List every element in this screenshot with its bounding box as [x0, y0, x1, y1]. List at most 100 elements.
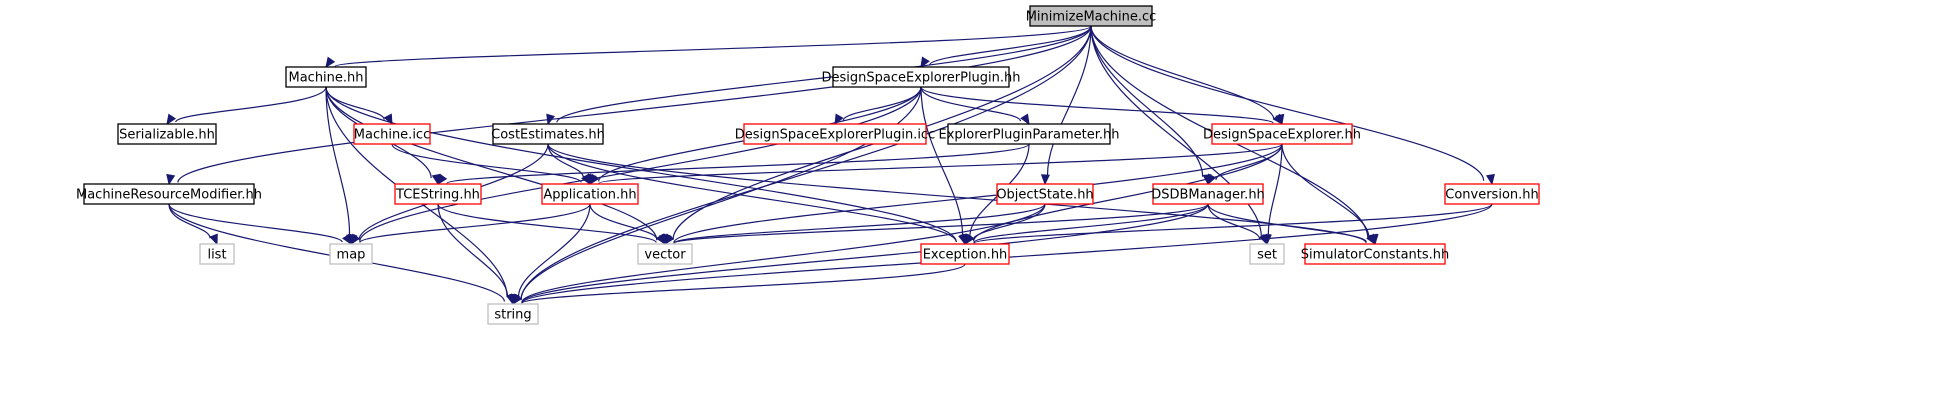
edge-tcestring-to-string	[437, 203, 509, 297]
node-box	[83, 183, 255, 205]
edges-layer	[166, 25, 1495, 306]
node-machine-resource-modifier-hh[interactable]: MachineResourceModifier.hh	[76, 183, 262, 205]
edge-machine-to-exception	[325, 86, 957, 242]
node-box	[637, 243, 693, 265]
node-application-hh[interactable]: Application.hh	[541, 183, 639, 205]
node-explorer-plugin-parameter-hh[interactable]: ExplorerPluginParameter.hh	[939, 123, 1120, 145]
node-serializable-hh[interactable]: Serializable.hh	[117, 123, 217, 145]
node-box	[1304, 243, 1446, 265]
node-box	[1152, 183, 1264, 205]
node-label: MachineResourceModifier.hh	[76, 188, 262, 203]
edge-tcestring-to-vector	[437, 203, 657, 244]
node-box	[743, 123, 927, 145]
node-label: ExplorerPluginParameter.hh	[939, 128, 1120, 143]
edge-minimize-to-machine	[334, 25, 1092, 68]
node-label: Machine.icc	[354, 128, 430, 143]
node-label: Machine.hh	[288, 71, 363, 86]
node-minimize-machine-cc[interactable]: MinimizeMachine.cc	[1026, 5, 1157, 27]
arrowhead-application-to-map	[350, 233, 361, 246]
node-box	[285, 66, 367, 88]
arrowhead-minimize-to-dsep	[920, 56, 930, 69]
edge-machine-to-serializable	[175, 86, 327, 123]
node-box	[492, 123, 604, 145]
arrowhead-dsep-to-dse	[1272, 113, 1283, 126]
node-dsdb-manager-hh[interactable]: DSDBManager.hh	[1151, 183, 1265, 205]
node-box	[117, 123, 217, 145]
node-box	[947, 123, 1111, 145]
edge-dsep-to-epp	[920, 86, 1022, 122]
edge-dse-to-application	[598, 143, 1283, 185]
node-object-state-hh[interactable]: ObjectState.hh	[996, 183, 1094, 205]
node-box	[487, 303, 539, 325]
node-conversion-hh[interactable]: Conversion.hh	[1444, 183, 1540, 205]
node-label: Application.hh	[543, 188, 636, 203]
arrowhead-minimize-to-objectstate	[1040, 174, 1050, 186]
edge-dsep-to-exception	[920, 86, 964, 236]
node-string: string	[487, 303, 539, 325]
edge-minimize-to-dsep	[929, 25, 1092, 66]
node-label: set	[1257, 248, 1277, 263]
node-machine-icc[interactable]: Machine.icc	[353, 123, 431, 145]
edge-costest-to-application	[547, 143, 585, 178]
node-label: Exception.hh	[923, 248, 1008, 263]
edge-dsdb-to-vector	[673, 203, 1209, 244]
edge-minimize-to-costest	[556, 25, 1092, 123]
edge-mrm-to-map	[168, 203, 343, 243]
node-label: SimulatorConstants.hh	[1301, 248, 1450, 263]
edge-application-to-string	[517, 203, 591, 297]
node-design-space-explorer-hh[interactable]: DesignSpaceExplorer.hh	[1203, 123, 1361, 145]
node-design-space-explorer-plugin-icc[interactable]: DesignSpaceExplorerPlugin.icc	[735, 123, 935, 145]
edge-minimize-to-dsdb	[1090, 25, 1204, 177]
edge-objectstate-to-vector	[673, 203, 1046, 244]
node-tce-string-hh[interactable]: TCEString.hh	[394, 183, 482, 205]
node-box	[1444, 183, 1540, 205]
node-label: DesignSpaceExplorerPlugin.hh	[821, 71, 1020, 86]
node-set: set	[1249, 243, 1285, 265]
arrowhead-costest-to-application	[582, 173, 592, 186]
node-label: vector	[644, 248, 686, 263]
edge-dsdb-to-string	[521, 203, 1209, 304]
edge-minimize-to-dse	[1090, 25, 1275, 121]
edge-conversion-to-exception	[973, 203, 1493, 244]
edge-dse-to-vector	[673, 143, 1283, 243]
edge-minimize-to-conversion	[1090, 25, 1485, 181]
arrowhead-mrm-to-list	[209, 233, 218, 246]
node-box	[1211, 123, 1353, 145]
node-box	[920, 243, 1010, 265]
edge-minimize-to-mrm	[177, 25, 1092, 183]
node-map: map	[329, 243, 373, 265]
edge-costest-to-exception	[547, 143, 957, 243]
arrowhead-minimize-to-conversion	[1485, 173, 1495, 186]
edge-application-to-map	[359, 203, 591, 244]
node-vector: vector	[637, 243, 693, 265]
node-box	[1249, 243, 1285, 265]
edge-machine-to-vector	[325, 86, 658, 241]
edge-machine-to-map	[325, 86, 351, 236]
node-design-space-explorer-plugin-hh[interactable]: DesignSpaceExplorerPlugin.hh	[821, 66, 1021, 88]
node-label: ObjectState.hh	[996, 188, 1093, 203]
node-simulator-constants-hh[interactable]: SimulatorConstants.hh	[1301, 243, 1450, 265]
edge-dsdb-to-exception	[973, 203, 1209, 244]
edge-dse-to-simconst	[1281, 143, 1370, 238]
node-cost-estimates-hh[interactable]: CostEstimates.hh	[491, 123, 605, 145]
node-box	[541, 183, 639, 205]
edge-minimize-to-set	[1090, 25, 1262, 237]
arrowhead-machine-to-serializable	[166, 113, 177, 126]
arrowhead-dsdb-to-simconst	[1366, 233, 1376, 246]
nodes-layer: MinimizeMachine.cc Machine.hh DesignSpac…	[76, 5, 1540, 325]
arrowhead-minimize-to-mrm	[166, 173, 176, 186]
node-exception-hh[interactable]: Exception.hh	[920, 243, 1010, 265]
edge-exception-to-string	[521, 263, 966, 304]
node-label: CostEstimates.hh	[491, 128, 605, 143]
node-label: TCEString.hh	[395, 188, 480, 203]
node-box	[996, 183, 1094, 205]
node-label: DesignSpaceExplorerPlugin.icc	[735, 128, 935, 143]
node-machine-hh[interactable]: Machine.hh	[285, 66, 367, 88]
edge-machineicc-to-application	[391, 143, 582, 183]
node-box	[832, 66, 1010, 88]
arrowhead-minimize-to-machine	[325, 56, 336, 69]
arrowhead-exception-to-string	[512, 293, 523, 306]
arrowhead-epp-to-tcestring	[437, 173, 448, 186]
edge-machine-to-machineicc	[325, 86, 385, 120]
arrowhead-dse-to-application	[589, 173, 600, 186]
